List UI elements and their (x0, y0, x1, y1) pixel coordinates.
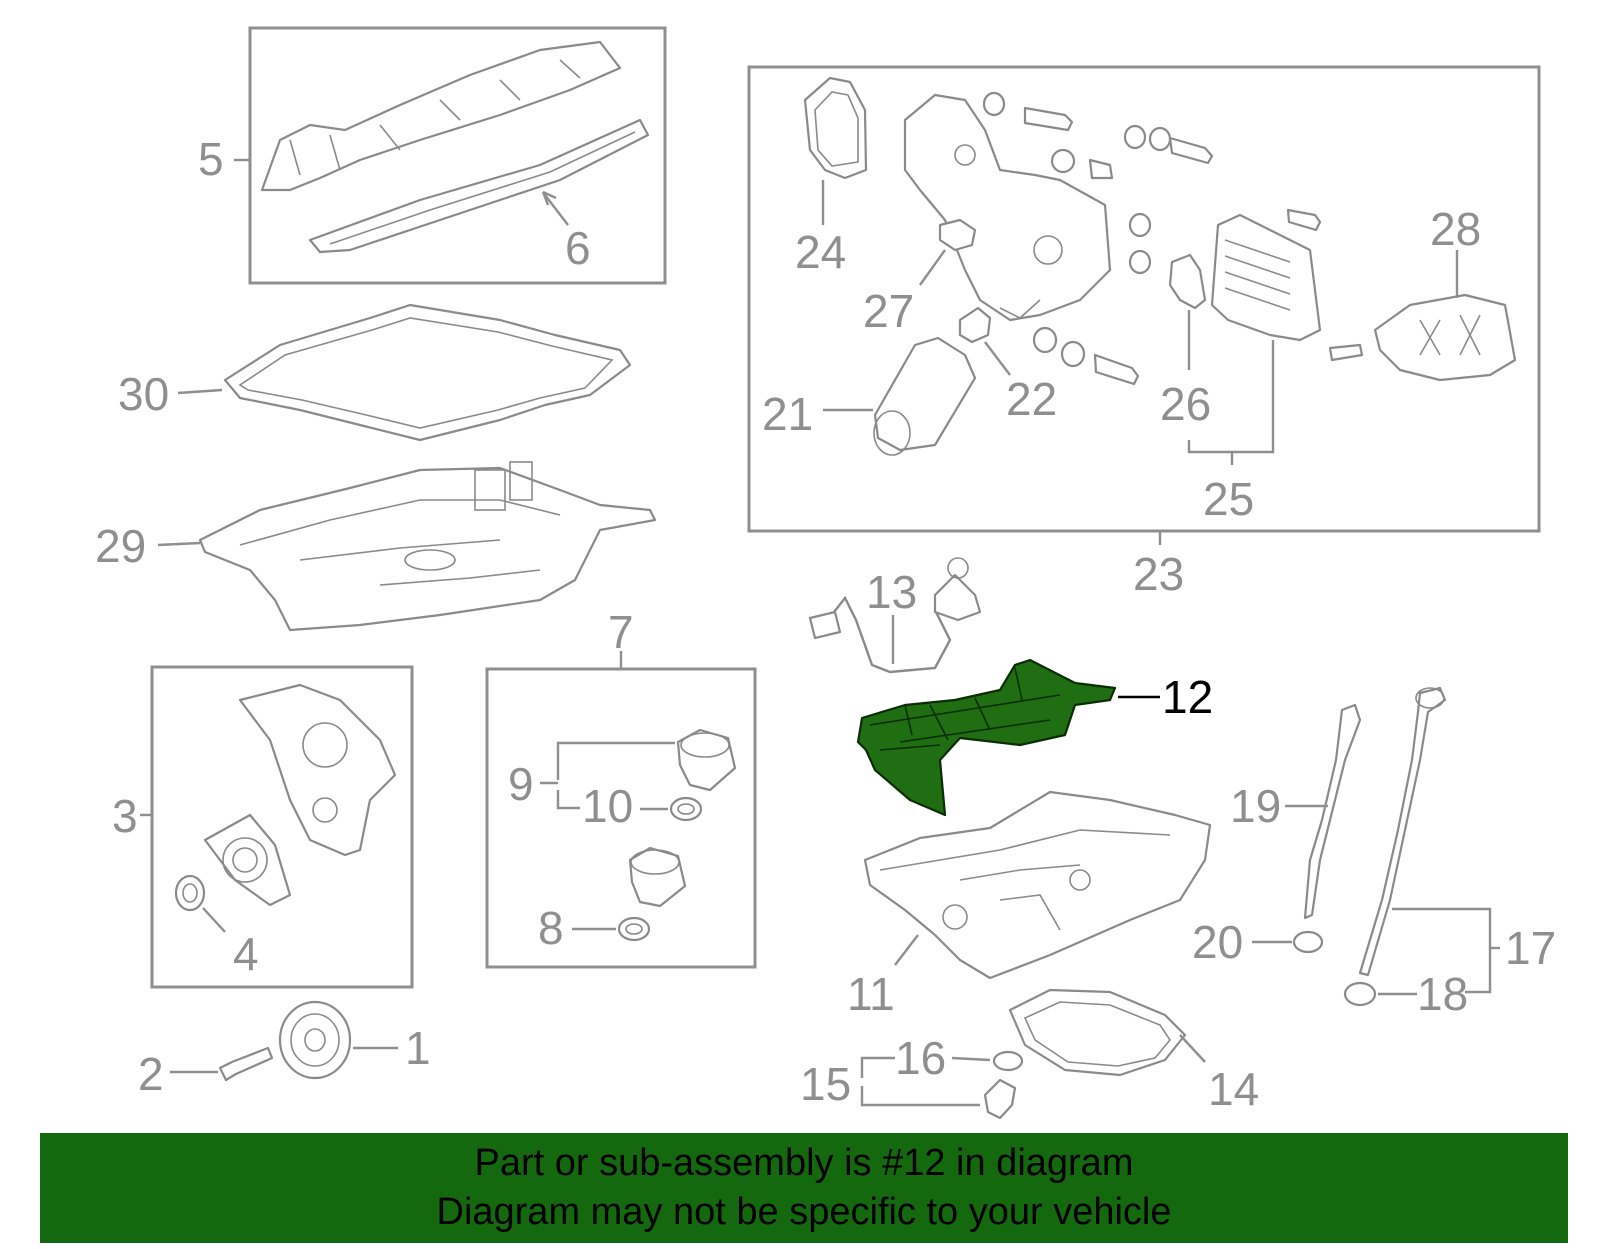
group-box-5-6 (248, 26, 667, 285)
part-25-oil-cooler[interactable] (1210, 213, 1322, 342)
part-27-oil-pressure-sensor[interactable] (938, 218, 977, 252)
callout-26: 26 (1160, 378, 1211, 430)
callout-25: 25 (1203, 473, 1254, 525)
callout-5: 5 (198, 133, 224, 185)
part-9-filler-cap[interactable] (676, 728, 737, 792)
part-3-timing-cover[interactable] (238, 683, 397, 857)
callout-29: 29 (95, 520, 146, 572)
callout-16: 16 (895, 1032, 946, 1084)
part-4-front-seal[interactable] (174, 874, 206, 912)
callout-24: 24 (795, 226, 846, 278)
callout-11: 11 (847, 968, 895, 1020)
callout-20: 20 (1192, 916, 1243, 968)
callout-23: 23 (1133, 548, 1184, 600)
part-10-cap-seal[interactable] (669, 796, 703, 822)
part-15-drain-plug[interactable] (983, 1078, 1017, 1120)
callout-8: 8 (538, 902, 564, 954)
callout-9: 9 (508, 758, 534, 810)
callout-12: 12 (1162, 671, 1213, 723)
callout-28: 28 (1430, 203, 1481, 255)
group-box-3 (150, 665, 414, 989)
part-8-cap-assembly[interactable] (628, 846, 687, 908)
part-24-adapter-gasket[interactable] (803, 76, 868, 180)
part-23-oil-filter-adapter[interactable] (903, 93, 1112, 322)
callout-3: 3 (112, 790, 138, 842)
part-2-pulley-bolt[interactable] (218, 1046, 274, 1082)
part-22-fitting[interactable] (958, 306, 992, 344)
part-20-tube-seal[interactable] (1292, 930, 1324, 954)
part-8-seal[interactable] (617, 916, 651, 942)
callout-21: 21 (762, 388, 813, 440)
group-box-23 (747, 65, 1541, 533)
part-5-engine-cover[interactable] (260, 40, 622, 192)
callout-15: 15 (800, 1058, 851, 1110)
part-29-upper-oil-pan[interactable] (198, 461, 657, 632)
leader-lines (140, 158, 1500, 1107)
callout-10: 10 (582, 780, 633, 832)
banner-line-disclaimer: Diagram may not be specific to your vehi… (436, 1191, 1172, 1233)
banner-line-part: Part or sub-assembly is #12 in diagram (474, 1142, 1134, 1184)
callout-4: 4 (233, 928, 259, 980)
part-18-dipstick-seal[interactable] (1343, 981, 1377, 1007)
callout-7: 7 (608, 606, 634, 658)
callout-19: 19 (1230, 780, 1281, 832)
callout-1: 1 (405, 1022, 431, 1074)
callout-13: 13 (866, 566, 917, 618)
part-6-cover-seal[interactable] (308, 118, 650, 254)
part-23-washers-middle[interactable] (1032, 212, 1152, 386)
callout-14: 14 (1208, 1063, 1259, 1115)
part-17-dipstick[interactable] (1358, 686, 1447, 977)
part-21-oil-filter[interactable] (873, 336, 977, 456)
part-23-bolt-set-top[interactable] (982, 91, 1322, 232)
callout-22: 22 (1006, 373, 1057, 425)
part-3-crank-seal-housing[interactable] (203, 813, 292, 907)
callout-27: 27 (863, 285, 914, 337)
part-12-oil-baffle-highlighted[interactable] (856, 658, 1117, 817)
part-30-oil-pan-gasket[interactable] (223, 303, 632, 442)
callout-17: 17 (1505, 922, 1556, 974)
info-banner: Part or sub-assembly is #12 in diagram D… (40, 1133, 1568, 1243)
part-11-oil-pan[interactable] (863, 790, 1212, 980)
part-13-oil-level-sensor[interactable] (808, 557, 982, 674)
part-28-cooler-shield[interactable] (1328, 293, 1517, 382)
part-26-cooler-gasket[interactable] (1168, 253, 1207, 310)
part-1-crank-pulley[interactable] (278, 1000, 352, 1080)
callout-2: 2 (138, 1048, 164, 1100)
part-14-oil-pan-cover[interactable] (1008, 988, 1187, 1077)
callout-30: 30 (118, 368, 169, 420)
callout-labels: 5 6 30 29 7 3 9 10 4 8 1 2 24 27 22 21 2… (95, 133, 1556, 1115)
part-19-dipstick-tube[interactable] (1303, 703, 1362, 920)
callout-18: 18 (1417, 968, 1468, 1020)
part-16-drain-plug-seal[interactable] (992, 1050, 1024, 1072)
callout-6: 6 (565, 222, 591, 274)
